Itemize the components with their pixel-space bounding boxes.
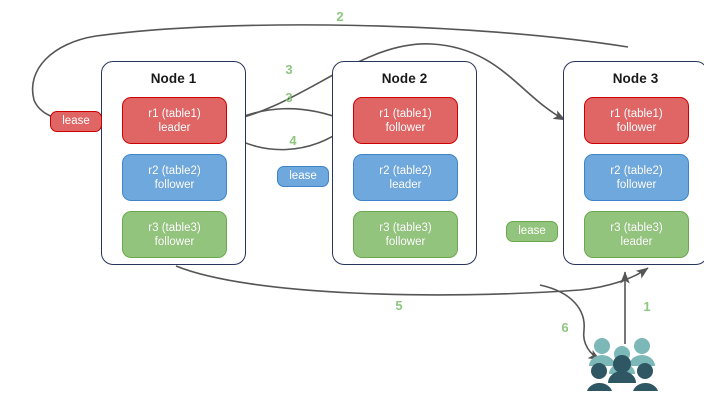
replica-name: r1 (table1) xyxy=(148,107,201,120)
node-3-replica-r1[interactable]: r1 (table1) follower xyxy=(584,97,689,144)
node-2-replica-r3[interactable]: r3 (table3) follower xyxy=(353,211,458,258)
step-label-2: 2 xyxy=(336,9,344,24)
replica-role: follower xyxy=(385,121,426,134)
replica-role: leader xyxy=(158,121,191,134)
replica-role: follower xyxy=(154,178,195,191)
node-3-replica-r3[interactable]: r3 (table3) leader xyxy=(584,211,689,258)
lease-label: lease xyxy=(289,169,317,182)
replica-name: r2 (table2) xyxy=(610,164,663,177)
node-2-container[interactable]: Node 2 r1 (table1) follower r2 (table2) … xyxy=(332,61,477,265)
replica-name: r2 (table2) xyxy=(379,164,432,177)
replica-role: leader xyxy=(620,235,653,248)
lease-table2-badge[interactable]: lease xyxy=(277,166,329,187)
node-1-replica-r1[interactable]: r1 (table1) leader xyxy=(122,97,227,144)
clients-group-icon[interactable] xyxy=(586,333,658,395)
replica-role: follower xyxy=(385,235,426,248)
lease-label: lease xyxy=(62,114,90,127)
replica-role: leader xyxy=(389,178,422,191)
node-2-title: Node 2 xyxy=(381,71,428,86)
lease-table3-badge[interactable]: lease xyxy=(506,221,558,242)
lease-label: lease xyxy=(518,224,546,237)
replica-name: r1 (table1) xyxy=(379,107,432,120)
step-label-6: 6 xyxy=(561,320,569,335)
node-2-replica-r2[interactable]: r2 (table2) leader xyxy=(353,154,458,201)
node-3-title: Node 3 xyxy=(612,71,659,86)
replica-role: follower xyxy=(154,235,195,248)
node-1-title: Node 1 xyxy=(150,71,197,86)
node-3-container[interactable]: Node 3 r1 (table1) follower r2 (table2) … xyxy=(563,61,704,265)
replica-role: follower xyxy=(616,178,657,191)
step-label-5: 5 xyxy=(395,298,403,313)
replica-name: r3 (table3) xyxy=(379,221,432,234)
node-1-replica-r3[interactable]: r3 (table3) follower xyxy=(122,211,227,258)
node-1-replica-r2[interactable]: r2 (table2) follower xyxy=(122,154,227,201)
node-2-replica-r1[interactable]: r1 (table1) follower xyxy=(353,97,458,144)
replica-name: r1 (table1) xyxy=(610,107,663,120)
edge-step-5 xyxy=(175,265,649,296)
node-1-container[interactable]: Node 1 r1 (table1) leader r2 (table2) fo… xyxy=(101,61,246,265)
step-label-1: 1 xyxy=(643,299,651,314)
replica-name: r3 (table3) xyxy=(148,221,201,234)
replica-role: follower xyxy=(616,121,657,134)
lease-table1-badge[interactable]: lease xyxy=(50,111,102,132)
step-label-3a: 3 xyxy=(285,62,293,77)
step-label-3b: 3 xyxy=(285,90,293,105)
replica-name: r3 (table3) xyxy=(610,221,663,234)
node-3-replica-r2[interactable]: r2 (table2) follower xyxy=(584,154,689,201)
replica-name: r2 (table2) xyxy=(148,164,201,177)
people-icon xyxy=(587,338,658,391)
step-label-4: 4 xyxy=(289,133,297,148)
